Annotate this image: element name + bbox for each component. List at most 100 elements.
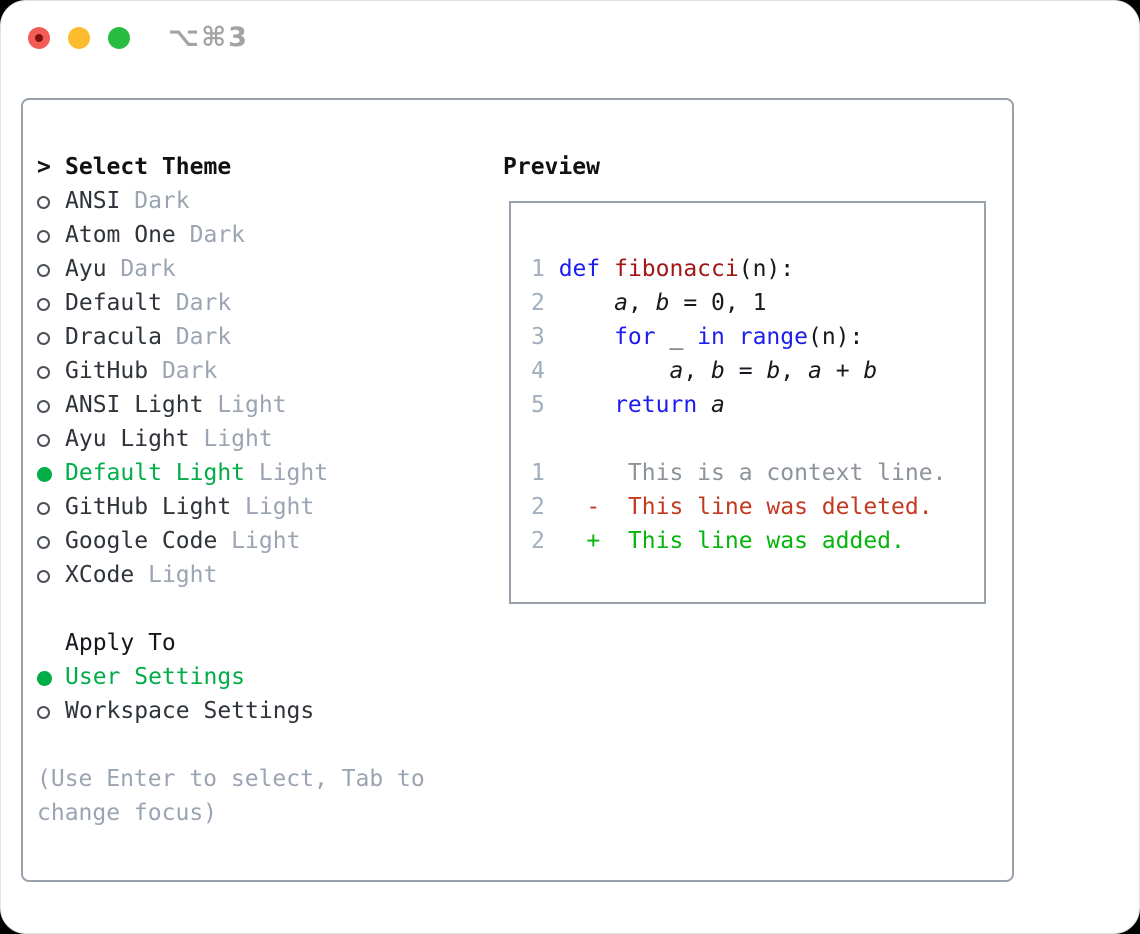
apply-option-user-settings[interactable]: User Settings [37,660,425,694]
minimize-button[interactable] [68,27,90,49]
code-token: for [614,324,656,350]
radio-marker [37,252,65,286]
theme-name: GitHub Light [65,494,232,520]
theme-name: Dracula [65,324,162,350]
code-token: return [614,392,698,418]
radio-unselected-icon [37,400,50,413]
theme-variant-tag: Dark [161,324,232,350]
maximize-button[interactable] [108,27,130,49]
radio-unselected-icon [37,570,50,583]
apply-option-workspace-settings[interactable]: Workspace Settings [37,694,425,728]
code-token: def [558,256,601,282]
theme-variant-tag: Light [245,460,329,486]
apply-option-label: Workspace Settings [65,698,315,724]
theme-variant-tag: Light [189,426,273,452]
spacer-line [531,422,984,456]
code-token: b [863,358,878,384]
code-token: , [683,358,712,384]
radio-unselected-icon [37,196,50,209]
close-dot-icon [35,34,43,42]
code-token [600,256,614,282]
code-token: b [711,358,725,384]
radio-marker [37,184,65,218]
code-token: (n): [807,324,864,350]
radio-marker [37,456,65,490]
code-token: = [724,358,767,384]
radio-unselected-icon [37,332,50,345]
code-token: , [627,290,656,316]
line-number: 2 [531,290,545,316]
line-number: 5 [531,392,545,418]
theme-option-ansi[interactable]: ANSI Dark [37,184,425,218]
code-token: a [808,358,822,384]
code-token [559,392,614,418]
code-token: _ [655,324,698,350]
radio-unselected-icon [37,502,50,515]
theme-picker-header: >Select Theme [37,150,425,184]
code-token: a [669,358,684,384]
theme-option-google-code[interactable]: Google Code Light [37,524,425,558]
theme-option-ansi-light[interactable]: ANSI Light Light [37,388,425,422]
line-number: 3 [531,324,545,350]
theme-option-github[interactable]: GitHub Dark [37,354,425,388]
radio-marker [37,422,65,456]
theme-name: XCode [65,562,135,588]
radio-selected-icon [37,671,52,686]
theme-variant-tag: Dark [106,256,176,282]
code-token: b [766,358,781,384]
theme-variant-tag: Dark [120,188,190,214]
line-number: 1 [531,256,545,282]
code-token: in [697,324,725,350]
radio-marker [37,558,65,592]
code-token: + This line was added. [586,528,905,554]
theme-option-default[interactable]: Default Dark [37,286,425,320]
code-token [559,290,614,316]
theme-option-dracula[interactable]: Dracula Dark [37,320,425,354]
diff-line: 2 + This line was added. [531,524,984,558]
code-token [559,528,587,554]
theme-name: ANSI Light [65,392,204,418]
radio-unselected-icon [37,366,50,379]
radio-unselected-icon [37,706,50,719]
radio-marker [37,286,65,320]
code-token [697,392,711,418]
code-line: 3 for _ in range(n): [531,320,984,354]
theme-name: GitHub [65,358,149,384]
theme-option-github-light[interactable]: GitHub Light Light [37,490,425,524]
close-button[interactable] [28,27,50,49]
radio-marker [37,218,65,252]
line-number: 2 [531,528,545,554]
code-token: = 0, 1 [669,290,767,316]
apply-option-label: User Settings [65,664,246,690]
preview-title: Preview [503,154,600,180]
theme-name: ANSI [65,188,121,214]
line-number: 2 [531,494,545,520]
theme-option-atom-one[interactable]: Atom One Dark [37,218,425,252]
theme-variant-tag: Light [203,392,287,418]
radio-marker [37,490,65,524]
line-number: 1 [531,460,545,486]
diff-line: 1 This is a context line. [531,456,984,490]
window-shortcut-label: ⌥⌘3 [168,22,249,53]
code-line: 5 return a [531,388,984,422]
code-token: (n): [738,256,795,282]
code-token: + [821,358,864,384]
theme-variant-tag: Light [134,562,218,588]
theme-option-default-light[interactable]: Default Light Light [37,456,425,490]
diff-line: 2 - This line was deleted. [531,490,984,524]
theme-option-ayu[interactable]: Ayu Dark [37,252,425,286]
code-token [559,324,614,350]
theme-option-xcode[interactable]: XCode Light [37,558,425,592]
spacer-row [37,728,425,762]
titlebar: ⌥⌘3 [1,1,1139,98]
code-token: a [614,290,628,316]
line-number: 4 [531,358,545,384]
code-token: , [780,358,808,384]
radio-unselected-icon [37,230,50,243]
radio-selected-icon [37,467,52,482]
radio-unselected-icon [37,434,50,447]
theme-option-ayu-light[interactable]: Ayu Light Light [37,422,425,456]
